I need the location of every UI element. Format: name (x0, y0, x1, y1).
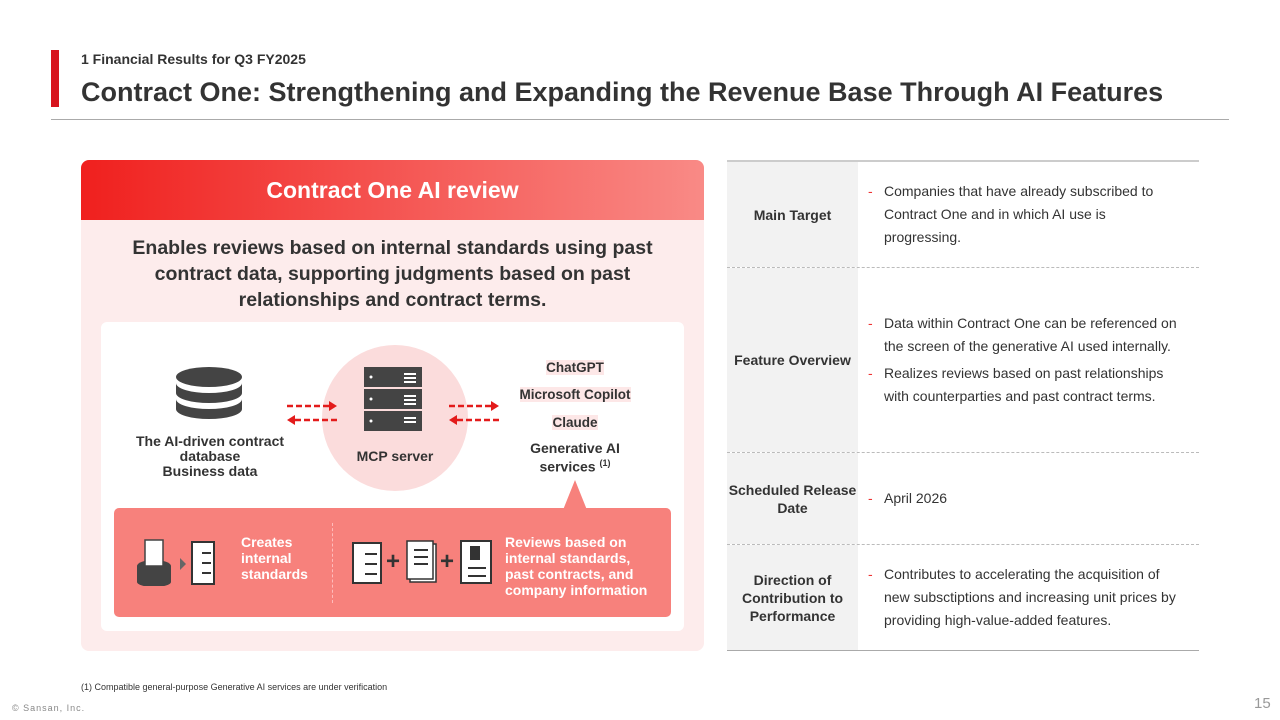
footnote-marker: (1) (599, 458, 611, 468)
bullet: - (868, 566, 873, 582)
title-divider (51, 119, 1229, 120)
gen-ai-line: services (539, 458, 596, 475)
contract-database-icon (137, 539, 215, 586)
gen-ai-line: Generative AI (530, 440, 620, 456)
bullet-text: Data within Contract One can be referenc… (884, 315, 1177, 354)
page-title: Contract One: Strengthening and Expandin… (81, 77, 1164, 107)
service-claude: Claude (552, 415, 598, 430)
table-row: Main Target -Companies that have already… (727, 160, 1199, 267)
review-flow-box: Creates internal standards + + Reviews b… (114, 508, 671, 617)
bullet-text: Companies that have already subscribed t… (884, 183, 1154, 245)
section-label: 1 Financial Results for Q3 FY2025 (81, 51, 306, 67)
feature-table: Main Target -Companies that have already… (727, 160, 1199, 651)
step1-line: standards (241, 566, 308, 582)
plus-sign: + (440, 548, 455, 575)
database-label: The AI-driven contract database Business… (121, 434, 299, 479)
table-row: Scheduled Release Date -April 2026 (727, 452, 1199, 544)
service-chatgpt: ChatGPT (546, 360, 604, 375)
bullet-text: Contributes to accelerating the acquisit… (884, 566, 1176, 628)
plus-sign: + (386, 548, 401, 575)
page-number: 15 (1254, 695, 1271, 712)
step1-line: Creates (241, 534, 293, 550)
reviews-text: Reviews based on internal standards, pas… (505, 534, 647, 598)
row-label: Main Target (727, 162, 858, 267)
bullet-text: Realizes reviews based on past relations… (884, 365, 1164, 404)
table-row: Feature Overview -Data within Contract O… (727, 267, 1199, 452)
row-label: Scheduled Release Date (727, 453, 858, 544)
row-value: -Contributes to accelerating the acquisi… (858, 545, 1199, 650)
service-copilot: Microsoft Copilot (519, 387, 631, 402)
panel-title: Contract One AI review (81, 160, 704, 220)
bullet: - (868, 183, 873, 199)
row-value: -Companies that have already subscribed … (858, 162, 1199, 267)
company-info-icon (460, 540, 492, 584)
footnote: (1) Compatible general-purpose Generativ… (81, 682, 388, 692)
row-value: -Data within Contract One can be referen… (858, 268, 1199, 452)
db-label-line: Business data (162, 463, 258, 479)
db-label-line: The AI-driven contract (135, 433, 285, 449)
row-label: Feature Overview (727, 268, 858, 452)
panel-lead: Enables reviews based on internal standa… (132, 237, 653, 311)
accent-bar (51, 50, 59, 107)
table-row: Direction of Contribution to Performance… (727, 544, 1199, 651)
step2-line: internal standards, (505, 550, 631, 566)
diagram: The AI-driven contract database Business… (101, 322, 684, 631)
step2-line: company information (505, 582, 648, 598)
db-mcp-arrows-icon (287, 401, 337, 425)
database-icon (176, 367, 242, 419)
bullet: - (868, 315, 873, 331)
step2-line: Reviews based on (505, 534, 627, 550)
row-label: Direction of Contribution to Performance (727, 545, 858, 650)
copyright: © Sansan, Inc. (12, 703, 86, 713)
db-label-line: database (179, 448, 241, 464)
bullet-text: April 2026 (884, 490, 948, 506)
bullet: - (868, 365, 873, 381)
step1-line: internal (241, 550, 292, 566)
step-divider (332, 523, 333, 603)
mcp-label: MCP server (356, 448, 434, 464)
callout-pointer (563, 480, 587, 510)
row-value: -April 2026 (858, 453, 1199, 544)
mcp-ai-arrows-icon (449, 401, 499, 425)
contracts-icon (406, 540, 437, 583)
generative-ai-label: Generative AI services (1) (495, 441, 655, 475)
server-icon (364, 367, 422, 431)
ai-review-panel: Contract One AI review Enables reviews b… (81, 160, 704, 651)
checklist-icon (352, 542, 382, 584)
bullet: - (868, 490, 873, 506)
creates-standards-text: Creates internal standards (241, 534, 308, 582)
step2-line: past contracts, and (505, 566, 634, 582)
